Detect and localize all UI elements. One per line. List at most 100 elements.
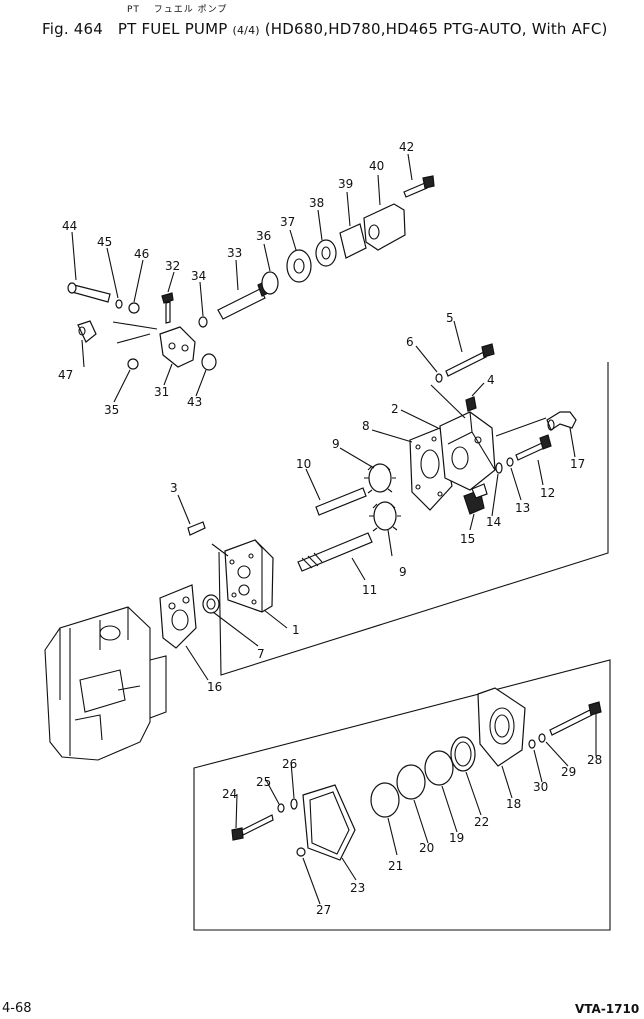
callout-45: 45 — [97, 235, 112, 249]
o-ring-19 — [424, 750, 454, 786]
callout-11: 11 — [362, 583, 377, 597]
callout-37: 37 — [280, 215, 295, 229]
callout-19: 19 — [449, 831, 464, 845]
washer-26 — [290, 798, 298, 810]
washer-29 — [538, 733, 546, 743]
bolt-5 — [445, 343, 495, 377]
o-ring-21 — [370, 782, 400, 818]
callout-35: 35 — [104, 403, 119, 417]
callout-28: 28 — [587, 753, 602, 767]
drawing-code: VTA-1710 — [575, 1002, 640, 1016]
shaft-11 — [297, 532, 373, 572]
washer-27 — [296, 847, 306, 857]
shaft-10 — [315, 487, 367, 516]
callout-7: 7 — [257, 647, 265, 661]
fig-label: Fig. 464 — [42, 20, 103, 38]
washer-38 — [315, 239, 337, 267]
gear-9-lower — [369, 501, 401, 532]
plug-4 — [465, 396, 477, 412]
callout-40: 40 — [369, 159, 384, 173]
plate-37 — [286, 249, 312, 283]
callout-18: 18 — [506, 797, 521, 811]
pump-body-1 — [224, 539, 274, 613]
nut-35 — [127, 358, 139, 370]
ring-34 — [198, 316, 208, 328]
callout-9b: 9 — [399, 565, 407, 579]
bolt-42 — [403, 175, 435, 198]
callout-30: 30 — [533, 780, 548, 794]
callout-43: 43 — [187, 395, 202, 409]
group-frame-lower — [193, 659, 611, 931]
seal-43 — [201, 353, 217, 371]
o-ring-36 — [261, 271, 279, 295]
gear-9-upper — [364, 463, 396, 494]
callout-12: 12 — [540, 486, 555, 500]
washer-14 — [495, 462, 503, 474]
dowel-3 — [187, 521, 206, 536]
callout-1: 1 — [292, 623, 300, 637]
washer-6 — [435, 373, 443, 383]
callout-15: 15 — [460, 532, 475, 546]
callout-38: 38 — [309, 196, 324, 210]
callout-44: 44 — [62, 219, 77, 233]
engine-housing — [44, 606, 167, 761]
callout-16: 16 — [207, 680, 222, 694]
elbow-17 — [546, 411, 577, 431]
sensor-15 — [463, 483, 488, 515]
housing-18 — [477, 687, 526, 767]
washer-45 — [115, 299, 123, 309]
part-callouts: 1 2 3 4 5 6 7 8 9 9 10 11 12 13 14 15 16… — [58, 140, 602, 917]
pin-44 — [67, 282, 111, 303]
callout-20: 20 — [419, 841, 434, 855]
title-main: PT FUEL PUMP — [117, 20, 228, 38]
callout-3: 3 — [170, 481, 178, 495]
washer-46 — [128, 302, 140, 314]
callout-4: 4 — [487, 373, 495, 387]
callout-23: 23 — [350, 881, 365, 895]
callout-9a: 9 — [332, 437, 340, 451]
valve-body-31 — [159, 326, 196, 368]
callout-24: 24 — [222, 787, 237, 801]
leader-lines — [71, 153, 597, 905]
washer-13 — [506, 457, 514, 467]
group-frame-upper — [218, 362, 609, 676]
bolt-24 — [231, 814, 274, 841]
bolt-12 — [515, 434, 552, 461]
washer-30 — [528, 739, 536, 749]
callout-6: 6 — [406, 335, 414, 349]
callout-21: 21 — [388, 859, 403, 873]
gasket-39 — [339, 223, 367, 259]
title-models: (HD680,HD780,HD465 PTG-AUTO, With AFC) — [264, 20, 608, 38]
screw-32 — [161, 292, 174, 324]
seal-22 — [450, 736, 476, 772]
callout-22: 22 — [474, 815, 489, 829]
cap-47 — [77, 320, 97, 343]
callout-10: 10 — [296, 457, 311, 471]
callout-26: 26 — [282, 757, 297, 771]
seal-7 — [202, 594, 220, 614]
callout-8: 8 — [362, 419, 370, 433]
cover-40 — [363, 203, 406, 251]
figure-title: Fig. 464 PT FUEL PUMP (4/4) (HD680,HD780… — [42, 20, 608, 38]
callout-5: 5 — [446, 311, 454, 325]
page-number: 4-68 — [2, 1001, 32, 1016]
callout-34: 34 — [191, 269, 206, 283]
callout-29: 29 — [561, 765, 576, 779]
callout-33: 33 — [227, 246, 242, 260]
callout-17: 17 — [570, 457, 585, 471]
bolt-28 — [549, 701, 602, 736]
title-fraction: (4/4) — [232, 24, 260, 37]
gasket-16 — [159, 584, 197, 649]
callout-13: 13 — [515, 501, 530, 515]
callout-36: 36 — [256, 229, 271, 243]
callout-39: 39 — [338, 177, 353, 191]
callout-31: 31 — [154, 385, 169, 399]
gasket-8 — [409, 427, 453, 511]
callout-25: 25 — [256, 775, 271, 789]
o-ring-20 — [396, 764, 426, 800]
callout-27: 27 — [316, 903, 331, 917]
pump-housing-2 — [439, 411, 496, 491]
callout-47: 47 — [58, 368, 73, 382]
callout-42: 42 — [399, 140, 414, 154]
